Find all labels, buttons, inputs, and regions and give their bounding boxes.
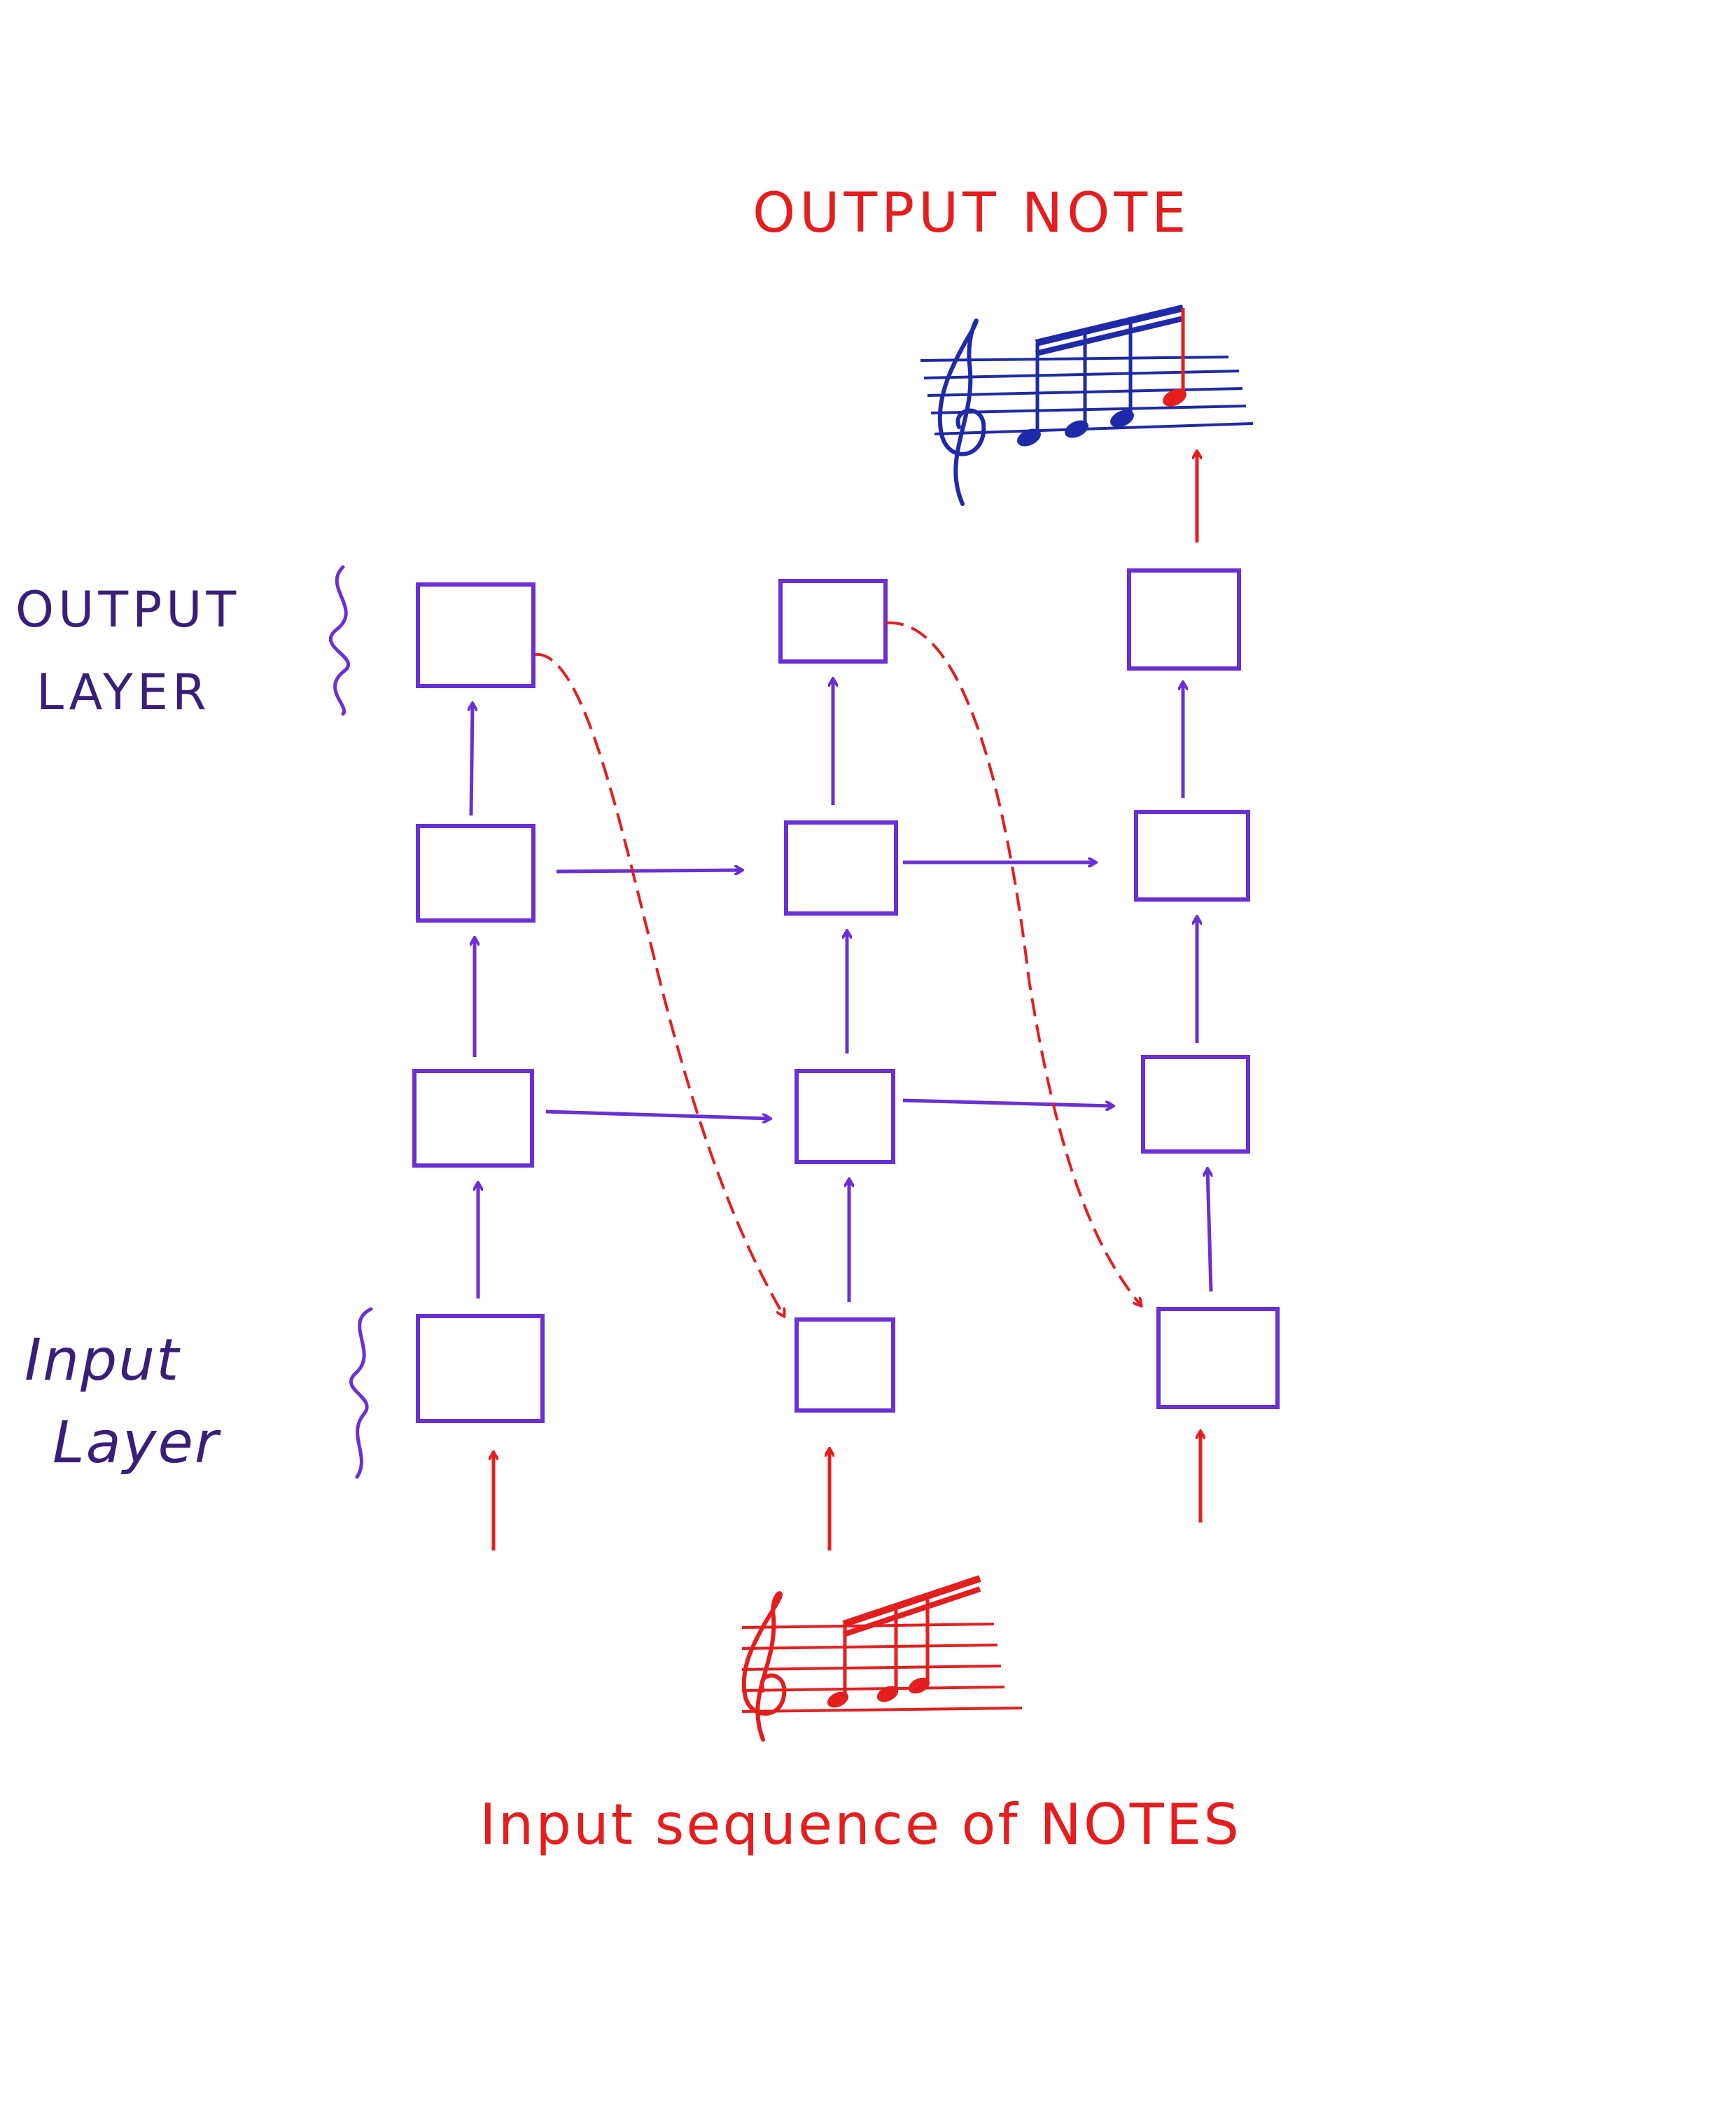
- beamed-notes-icon: [1017, 304, 1186, 447]
- node-c3-hidden2: [1134, 810, 1250, 902]
- output-layer-label-line2: LAYER: [36, 664, 211, 721]
- node-c1-hidden1: [412, 1069, 534, 1168]
- input-layer-label-line2: Layer: [52, 1410, 220, 1476]
- feedback-arrow-c2-to-c3: [885, 621, 1141, 1306]
- treble-clef-icon: [741, 1591, 787, 1742]
- arrow-h1-c2-to-c3: [902, 1098, 1113, 1106]
- output-layer-label: OUTPUT LAYER: [15, 568, 240, 734]
- node-c2-hidden1: [794, 1069, 895, 1164]
- input-sequence-caption: Input sequence of NOTES: [479, 1792, 1242, 1857]
- node-c2-input: [794, 1317, 895, 1413]
- node-c1-output: [416, 582, 536, 688]
- output-layer-label-line1: OUTPUT: [15, 581, 241, 638]
- node-c1-hidden2: [416, 824, 536, 923]
- input-layer-label: Input Layer: [24, 1320, 220, 1485]
- arrow-h1-c1-to-c2: [545, 1110, 770, 1119]
- node-c1-input: [416, 1314, 545, 1423]
- feedback-arrow-c1-to-c2: [535, 652, 784, 1316]
- node-c2-hidden2: [784, 820, 898, 916]
- arrow-c3-input-to-h1: [1208, 1169, 1213, 1292]
- arrow-c1-h2-to-output: [471, 704, 472, 816]
- beamed-notes-icon: [827, 1575, 981, 1708]
- output-staff: [920, 304, 1254, 506]
- arrow-h2-c1-to-c2: [556, 870, 742, 872]
- node-c3-output: [1127, 568, 1241, 671]
- input-layer-label-line1: Input: [24, 1327, 181, 1394]
- diagram-title: OUTPUT NOTE: [752, 182, 1191, 245]
- node-c2-output: [778, 579, 888, 664]
- input-staff: [741, 1575, 1023, 1742]
- node-c3-input: [1156, 1307, 1280, 1409]
- treble-clef-icon: [937, 318, 986, 506]
- input-layer-brace: [349, 1307, 373, 1479]
- output-layer-brace: [329, 565, 350, 716]
- node-c3-hidden1: [1141, 1055, 1250, 1154]
